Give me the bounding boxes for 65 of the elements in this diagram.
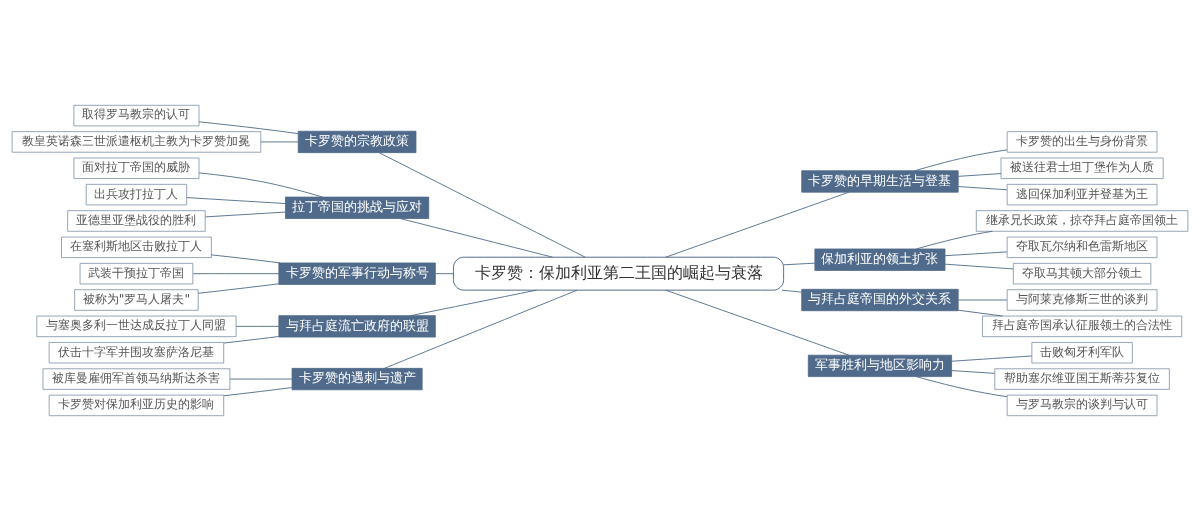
connector bbox=[957, 173, 1002, 177]
connector bbox=[186, 197, 286, 204]
node-box: 面对拉丁帝国的威胁 bbox=[73, 157, 200, 179]
connector bbox=[957, 299, 1008, 301]
node-box: 与塞奥多利一世达成反拉丁人同盟 bbox=[36, 315, 237, 338]
node-box: 被称为"罗马人屠夫" bbox=[74, 289, 199, 311]
connector bbox=[957, 309, 1004, 317]
node-box: 拜占庭帝国承认征服领土的合法性 bbox=[982, 315, 1183, 338]
node-box: 与罗马教宗的谈判与认可 bbox=[1006, 394, 1158, 417]
node-box: 武装干预拉丁帝国 bbox=[79, 262, 194, 285]
connector bbox=[783, 262, 816, 266]
node-box: 夺取马其顿大部分领土 bbox=[1012, 262, 1152, 285]
node-box: 拉丁帝国的挑战与应对 bbox=[285, 196, 430, 219]
node-box: 卡罗赞对保加利亚历史的影响 bbox=[48, 394, 225, 417]
connector bbox=[223, 336, 280, 344]
node-box: 卡罗赞：保加利亚第二王国的崛起与衰落 bbox=[452, 256, 785, 291]
connector bbox=[957, 186, 1008, 191]
node-box: 继承兄长政策，掠夺拜占庭帝国领土 bbox=[975, 210, 1189, 232]
connector bbox=[198, 172, 323, 198]
connector bbox=[665, 289, 850, 356]
connector bbox=[378, 152, 586, 258]
node-box: 夺取瓦尔纳和色雷斯地区 bbox=[1006, 236, 1158, 259]
connector bbox=[223, 387, 293, 397]
connector bbox=[951, 370, 996, 374]
connector bbox=[916, 376, 1008, 398]
node-box: 被库曼雇佣军首领马纳斯达杀害 bbox=[42, 368, 231, 390]
node-box: 逃回保加利亚并登基为王 bbox=[1006, 183, 1158, 206]
connector bbox=[192, 273, 280, 275]
connector bbox=[951, 355, 1033, 362]
node-box: 击败匈牙利军队 bbox=[1031, 342, 1133, 364]
connector bbox=[914, 149, 1008, 172]
node-box: 出兵攻打拉丁人 bbox=[85, 183, 188, 206]
connector bbox=[198, 121, 299, 135]
connector bbox=[915, 230, 993, 250]
connector bbox=[260, 141, 299, 143]
node-box: 卡罗赞的遇刺与遗产 bbox=[291, 367, 423, 391]
connector bbox=[204, 211, 286, 218]
node-box: 与拜占庭流亡政府的联盟 bbox=[278, 315, 436, 338]
node-box: 在塞利斯地区击败拉丁人 bbox=[61, 236, 212, 259]
connector bbox=[435, 273, 454, 275]
connector bbox=[665, 191, 850, 258]
node-box: 军事胜利与地区影响力 bbox=[807, 354, 952, 377]
connector bbox=[410, 289, 537, 317]
connector bbox=[944, 251, 1008, 257]
node-box: 被送往君士坦丁堡作为人质 bbox=[1000, 157, 1164, 179]
node-box: 亚德里亚堡战役的胜利 bbox=[67, 210, 206, 232]
node-box: 卡罗赞的出生与身份背景 bbox=[1006, 131, 1158, 153]
connector bbox=[235, 325, 280, 327]
node-box: 帮助塞尔维亚国王斯蒂芬复位 bbox=[994, 368, 1170, 390]
node-box: 保加利亚的领土扩张 bbox=[814, 248, 946, 271]
node-box: 与阿莱克修斯三世的谈判 bbox=[1006, 289, 1158, 311]
node-box: 卡罗赞的宗教政策 bbox=[297, 130, 417, 154]
connector bbox=[210, 254, 281, 264]
connector bbox=[197, 283, 280, 294]
node-box: 教皇英诺森三世派遣枢机主教为卡罗赞加冕 bbox=[11, 131, 262, 153]
connector bbox=[384, 289, 578, 369]
connector bbox=[944, 263, 1014, 270]
connector bbox=[399, 218, 553, 258]
node-box: 伏击十字军并围攻塞萨洛尼基 bbox=[48, 342, 225, 364]
node-box: 与拜占庭帝国的外交关系 bbox=[801, 288, 959, 312]
connector bbox=[781, 289, 802, 293]
node-box: 取得罗马教宗的认可 bbox=[73, 104, 200, 127]
node-box: 卡罗赞的军事行动与称号 bbox=[278, 262, 436, 285]
connector bbox=[229, 378, 293, 380]
node-box: 卡罗赞的早期生活与登基 bbox=[801, 170, 959, 193]
